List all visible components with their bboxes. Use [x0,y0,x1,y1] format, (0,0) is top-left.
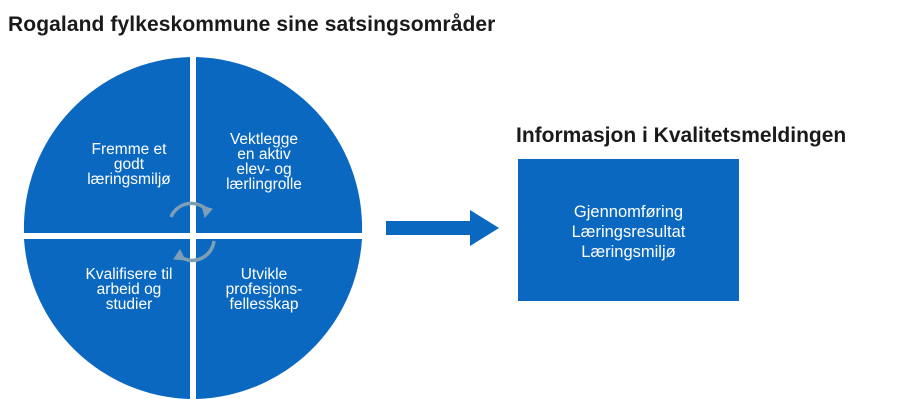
arrow-right-icon [386,210,500,251]
quadrant-bottom-right [196,239,362,399]
circle-quadrants [23,57,363,399]
quadrant-top-right [196,57,363,233]
focus-areas-circle: Fremme et godt læringsmiljø Vektlegge en… [19,57,367,399]
info-box: Gjennomføring Læringsresultat Læringsmil… [518,159,739,301]
info-item: Læringsresultat [571,223,686,241]
info-title: Informasjon i Kvalitetsmeldingen [516,124,847,147]
quadrant-top-left [23,57,191,233]
quadrant-bottom-left [24,239,190,399]
quadrant-label-top-left: Fremme et godt læringsmiljø [87,141,171,188]
info-item: Læringsmiljø [581,243,676,261]
info-item: Gjennomføring [573,203,684,221]
quadrant-label-bottom-left: Kvalifisere til arbeid og studier [85,266,173,313]
cycle-arrows-icon [169,201,216,263]
info-list: Gjennomføring Læringsresultat Læringsmil… [518,202,739,262]
quadrant-label-bottom-right: Utvikle profesjons- fellesskap [225,266,303,313]
page-title: Rogaland fylkeskommune sine satsingsområ… [8,13,496,36]
quadrant-label-top-right: Vektlegge en aktiv elev- og lærlingrolle [226,131,302,193]
